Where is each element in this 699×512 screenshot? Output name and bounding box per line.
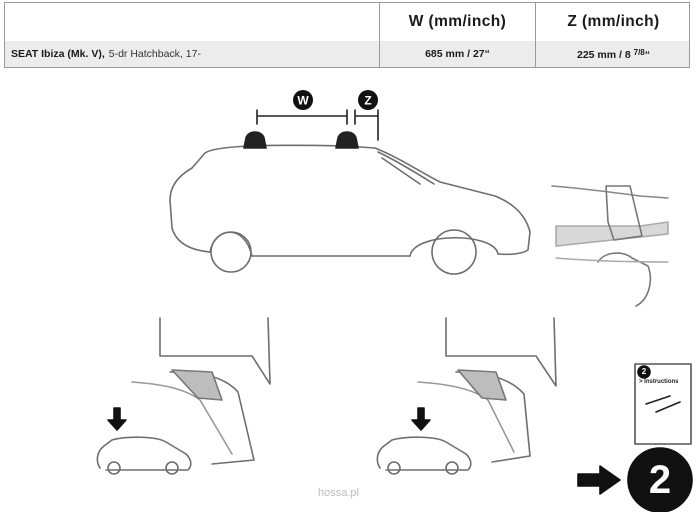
bracket-right-foot <box>457 369 507 401</box>
bracket-left-upper <box>159 317 271 385</box>
z-value-cell: 225 mm / 8 7/8“ <box>535 41 691 67</box>
foot-rear <box>243 131 267 149</box>
small-car-left-arrow <box>107 407 127 431</box>
detail-door-edge <box>551 185 669 199</box>
w-badge <box>293 90 313 110</box>
w-value-cell: 685 mm / 27“ <box>379 41 535 67</box>
next-step-arrow <box>577 465 621 495</box>
detail-bottom-line <box>555 257 669 263</box>
detail-foot <box>605 185 643 241</box>
car-windshield <box>377 151 435 185</box>
watermark: hossa.pl <box>318 487 359 499</box>
z-value: 225 mm / 8 7/8“ <box>577 48 650 61</box>
w-value: 685 mm / 27“ <box>425 48 490 60</box>
next-step-number[interactable]: 2 <box>648 457 672 502</box>
header-cell-w: W (mm/inch) <box>379 3 535 41</box>
w-dimension-line <box>256 109 348 125</box>
thumbnail-label: > Instructions <box>639 379 679 385</box>
bracket-right-upper <box>445 317 557 387</box>
thumbnail-number: 2 <box>641 367 647 376</box>
small-car-left-rear-wheel <box>107 461 121 475</box>
z-badge-label: Z <box>364 94 371 108</box>
small-car-right-rear-wheel <box>387 461 401 475</box>
w-badge-label: W <box>297 94 309 108</box>
car-windshield-inner <box>381 157 421 185</box>
car-rear-wheel <box>210 231 252 273</box>
header-cell-z: Z (mm/inch) <box>535 3 691 41</box>
vehicle-model: SEAT Ibiza (Mk. V), <box>11 48 105 60</box>
table-row: SEAT Ibiza (Mk. V), 5-dr Hatchback, 17- … <box>5 41 689 67</box>
small-car-left-front-wheel <box>165 461 179 475</box>
z-value-fraction: 7/8 <box>633 47 645 57</box>
car-front-wheel <box>431 229 477 275</box>
spec-table: W (mm/inch) Z (mm/inch) SEAT Ibiza (Mk. … <box>4 2 690 68</box>
vehicle-variant: 5-dr Hatchback, 17- <box>108 48 201 60</box>
foot-front <box>335 131 359 149</box>
small-car-right-front-wheel <box>445 461 459 475</box>
thumbnail-bars <box>645 395 681 413</box>
small-car-right <box>376 436 472 471</box>
z-value-suffix: “ <box>644 48 650 61</box>
car-rear-wheel-arch <box>209 231 253 257</box>
z-value-main: 225 mm / 8 <box>577 48 634 61</box>
car-front-wheel-arch <box>409 236 499 257</box>
thumbnail-number-circle <box>637 365 651 379</box>
bracket-left-door <box>131 381 233 455</box>
z-badge <box>358 90 378 110</box>
small-car-left <box>96 436 192 471</box>
bracket-left-foot <box>171 369 223 401</box>
z-dimension-line <box>354 109 379 141</box>
bracket-right-door <box>417 381 515 453</box>
small-car-right-arrow <box>411 407 431 431</box>
next-step-circle <box>627 447 693 512</box>
vehicle-cell: SEAT Ibiza (Mk. V), 5-dr Hatchback, 17- <box>5 41 379 67</box>
